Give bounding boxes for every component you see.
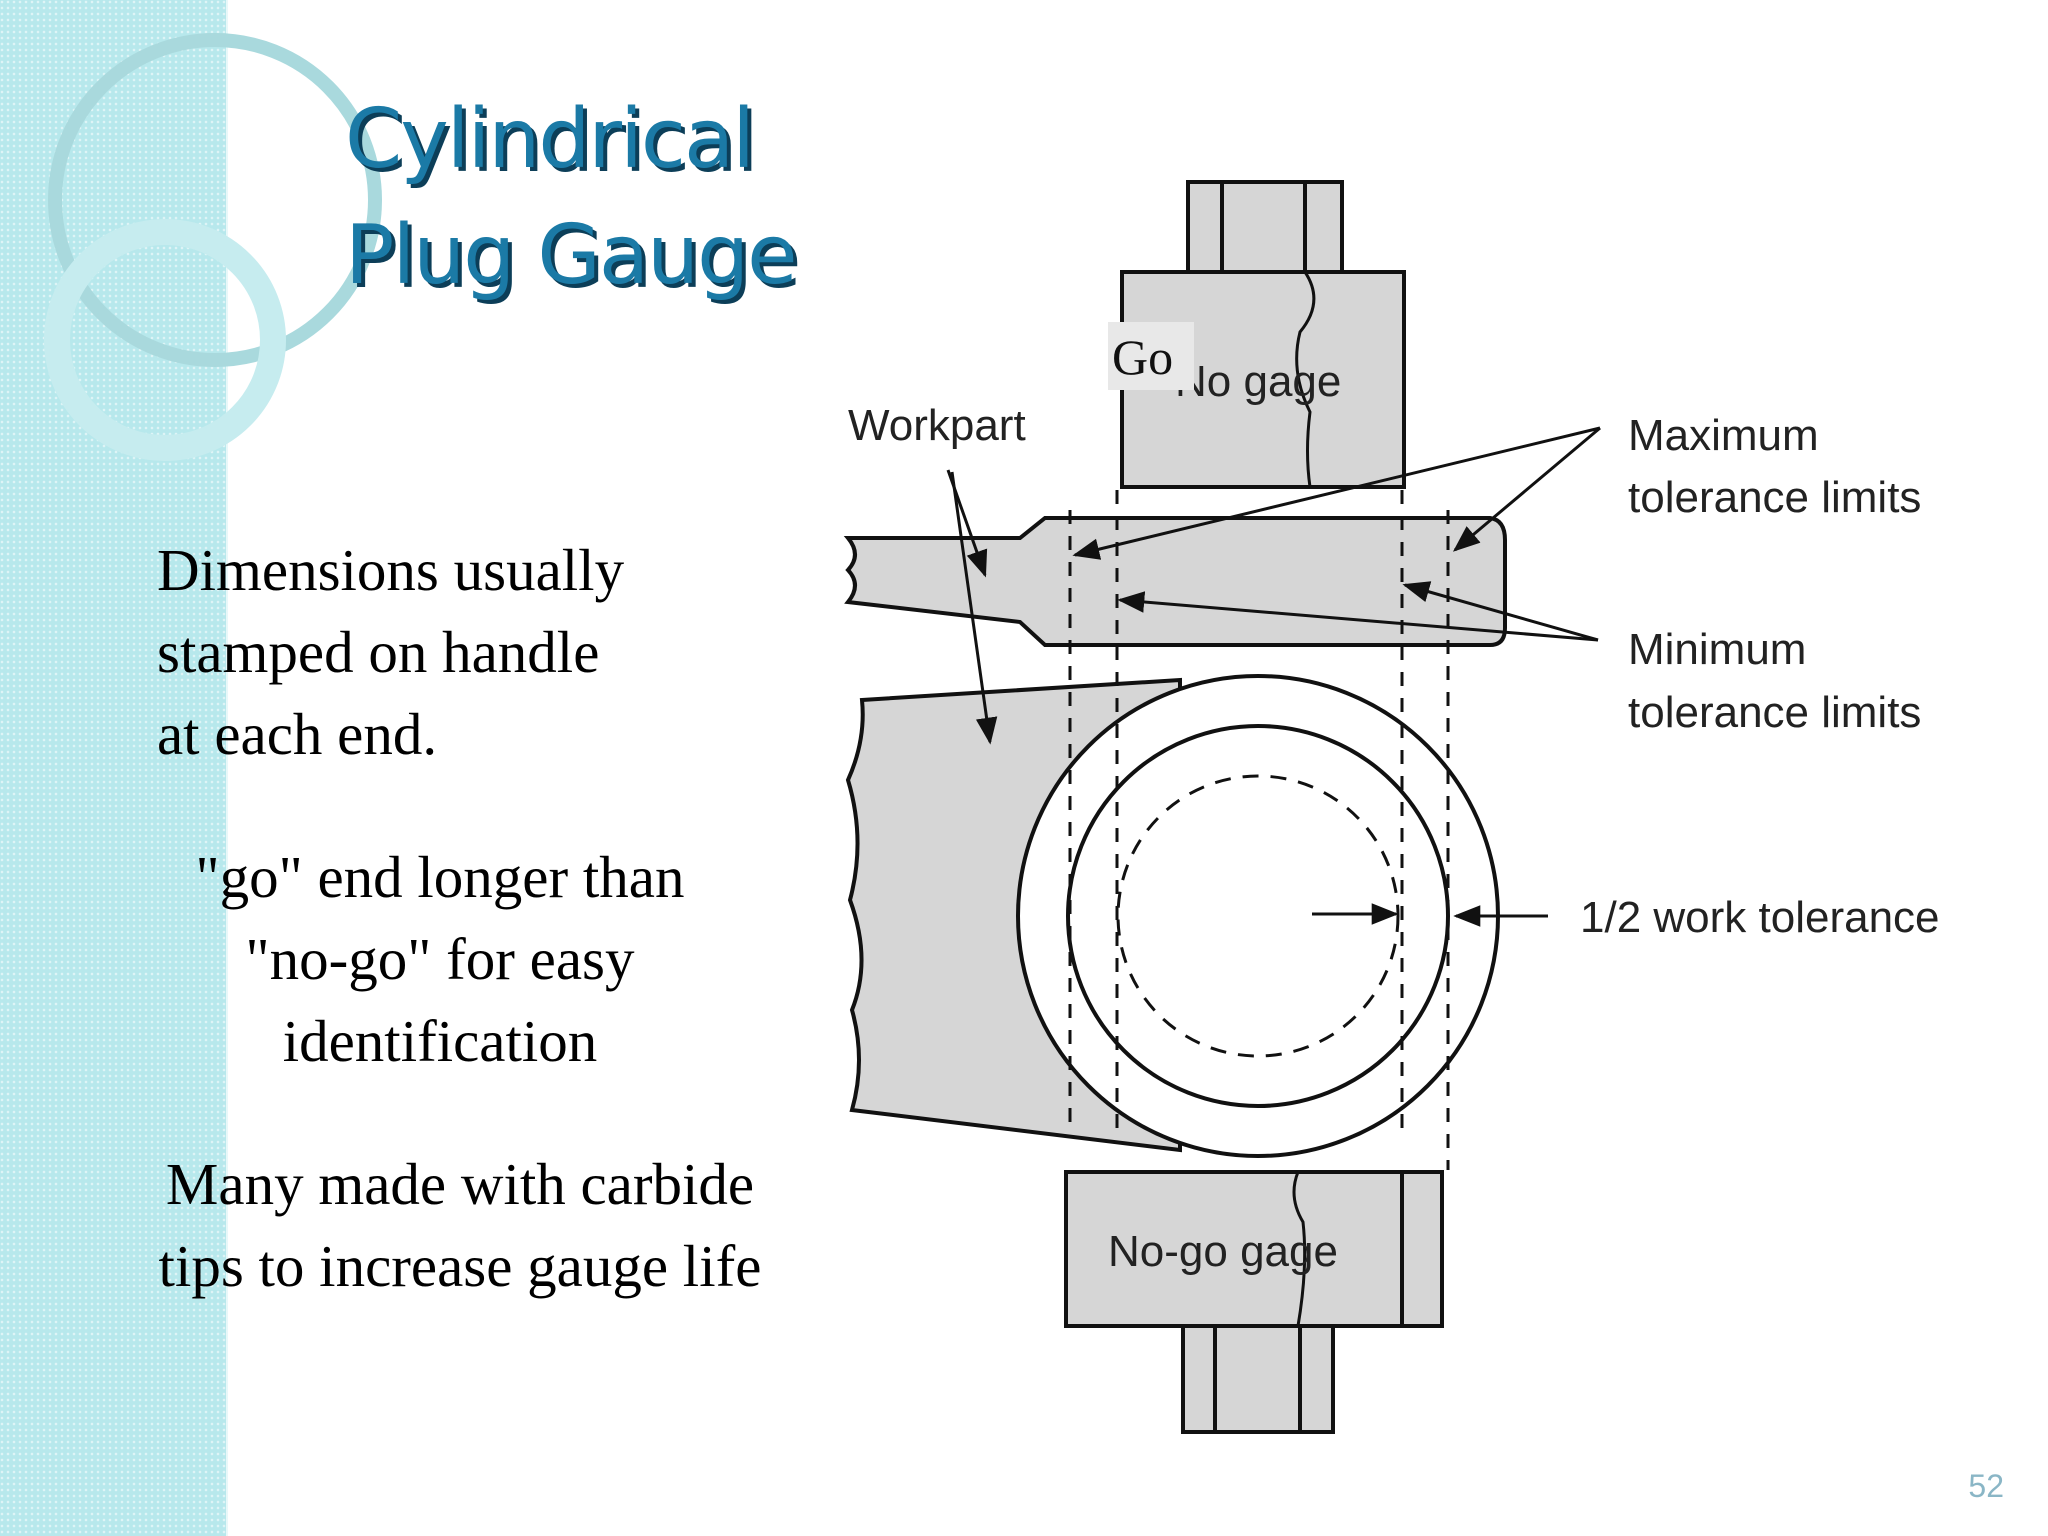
title-line-1: Cylindrical <box>345 92 755 187</box>
bullet-line: Dimensions usually <box>157 537 625 603</box>
bore-inner <box>1066 724 1450 1108</box>
min-tolerance-label-2: tolerance limits <box>1628 688 1921 737</box>
bullet-go-end: "go" end longer than "no-go" for easy id… <box>100 836 780 1082</box>
decorative-ring-large <box>48 33 382 367</box>
min-tolerance-arrow <box>1117 591 1599 642</box>
nogo-gage-handle <box>1181 1324 1335 1434</box>
max-tolerance-arrow <box>1452 426 1601 552</box>
break-line <box>1295 271 1316 488</box>
bullet-line: Many made with carbide <box>165 1151 755 1217</box>
bullet-line: stamped on handle <box>157 619 600 685</box>
title-line-2: Plug Gauge <box>345 208 798 303</box>
min-tolerance-label-1: Minimum <box>1628 625 1806 674</box>
slide-title: Cylindrical Plug Gauge <box>345 82 945 314</box>
bullet-carbide: Many made with carbide tips to increase … <box>95 1143 825 1307</box>
break-line <box>1292 1171 1307 1327</box>
page-number: 52 <box>1968 1468 2004 1504</box>
go-gage-body <box>1120 270 1406 489</box>
bullet-line: identification <box>282 1008 598 1074</box>
go-overlay-label: Go <box>1112 329 1173 385</box>
side-strip-edge <box>226 0 228 1536</box>
bullet-line: "no-go" for easy <box>245 926 635 992</box>
go-gage-label: No gage <box>1175 357 1341 406</box>
min-tolerance-arrow <box>1402 581 1599 642</box>
max-tolerance-arrow <box>1072 426 1601 560</box>
go-overlay-box <box>1108 322 1194 390</box>
nogo-gage-label: No-go gage <box>1108 1227 1338 1276</box>
half-tolerance-label: 1/2 work tolerance <box>1580 893 1940 942</box>
go-gage-handle <box>1186 180 1344 274</box>
nogo-gage-body <box>1064 1170 1444 1328</box>
bullet-line: at each end. <box>157 701 438 767</box>
workpart-arrow <box>950 471 998 745</box>
decorative-ring-small <box>44 219 286 461</box>
workpart-wall <box>843 516 1507 647</box>
bullet-line: "go" end longer than <box>195 844 685 910</box>
workpart-label: Workpart <box>848 401 1026 450</box>
bullet-line: tips to increase gauge life <box>158 1233 762 1299</box>
max-tolerance-label-1: Maximum <box>1628 411 1819 460</box>
max-tolerance-label-2: tolerance limits <box>1628 473 1921 522</box>
bullet-dimensions: Dimensions usually stamped on handle at … <box>157 529 777 775</box>
